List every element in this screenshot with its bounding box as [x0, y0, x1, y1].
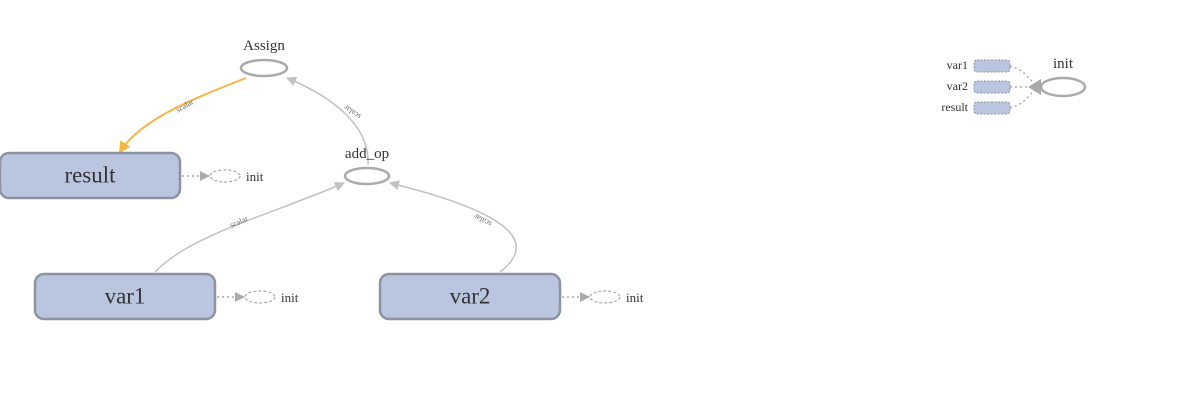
- assign-node[interactable]: Assign: [239, 38, 289, 78]
- edge-assign-to-result: scalar: [118, 77, 247, 154]
- var2-init-label: init: [626, 290, 644, 305]
- edge-label-add-op-assign: scalar: [342, 103, 363, 121]
- var1-node-label: var1: [105, 283, 146, 308]
- init-group-arrowhead: [1028, 79, 1041, 95]
- var2-node[interactable]: var2: [378, 272, 562, 321]
- init-input-result-label: result: [941, 100, 968, 114]
- var2-init-stub[interactable]: init: [562, 290, 644, 305]
- edge-var2-to-add-op: scalar: [389, 180, 517, 273]
- var1-node[interactable]: var1: [33, 272, 217, 321]
- add-op-node-label: add_op: [345, 146, 389, 162]
- init-group-node[interactable]: [1039, 76, 1087, 98]
- init-input-var2-label: var2: [947, 79, 968, 93]
- result-init-stub[interactable]: init: [182, 169, 264, 184]
- var1-init-label: init: [281, 290, 299, 305]
- init-group[interactable]: init var1 var2 result: [941, 56, 1087, 115]
- add-op-node[interactable]: add_op: [343, 146, 391, 186]
- var2-node-label: var2: [450, 283, 491, 308]
- init-group-title: init: [1053, 56, 1074, 72]
- init-input-var2[interactable]: var2: [947, 79, 1036, 94]
- result-init-label: init: [246, 169, 264, 184]
- edge-label-var1-add-op: scalar: [229, 214, 250, 230]
- result-node[interactable]: result: [0, 151, 182, 200]
- var1-init-stub[interactable]: init: [217, 290, 299, 305]
- assign-node-label: Assign: [243, 38, 285, 54]
- result-node-label: result: [64, 162, 116, 187]
- init-input-var1-label: var1: [947, 58, 968, 72]
- edge-var1-to-add-op: scalar: [154, 181, 345, 273]
